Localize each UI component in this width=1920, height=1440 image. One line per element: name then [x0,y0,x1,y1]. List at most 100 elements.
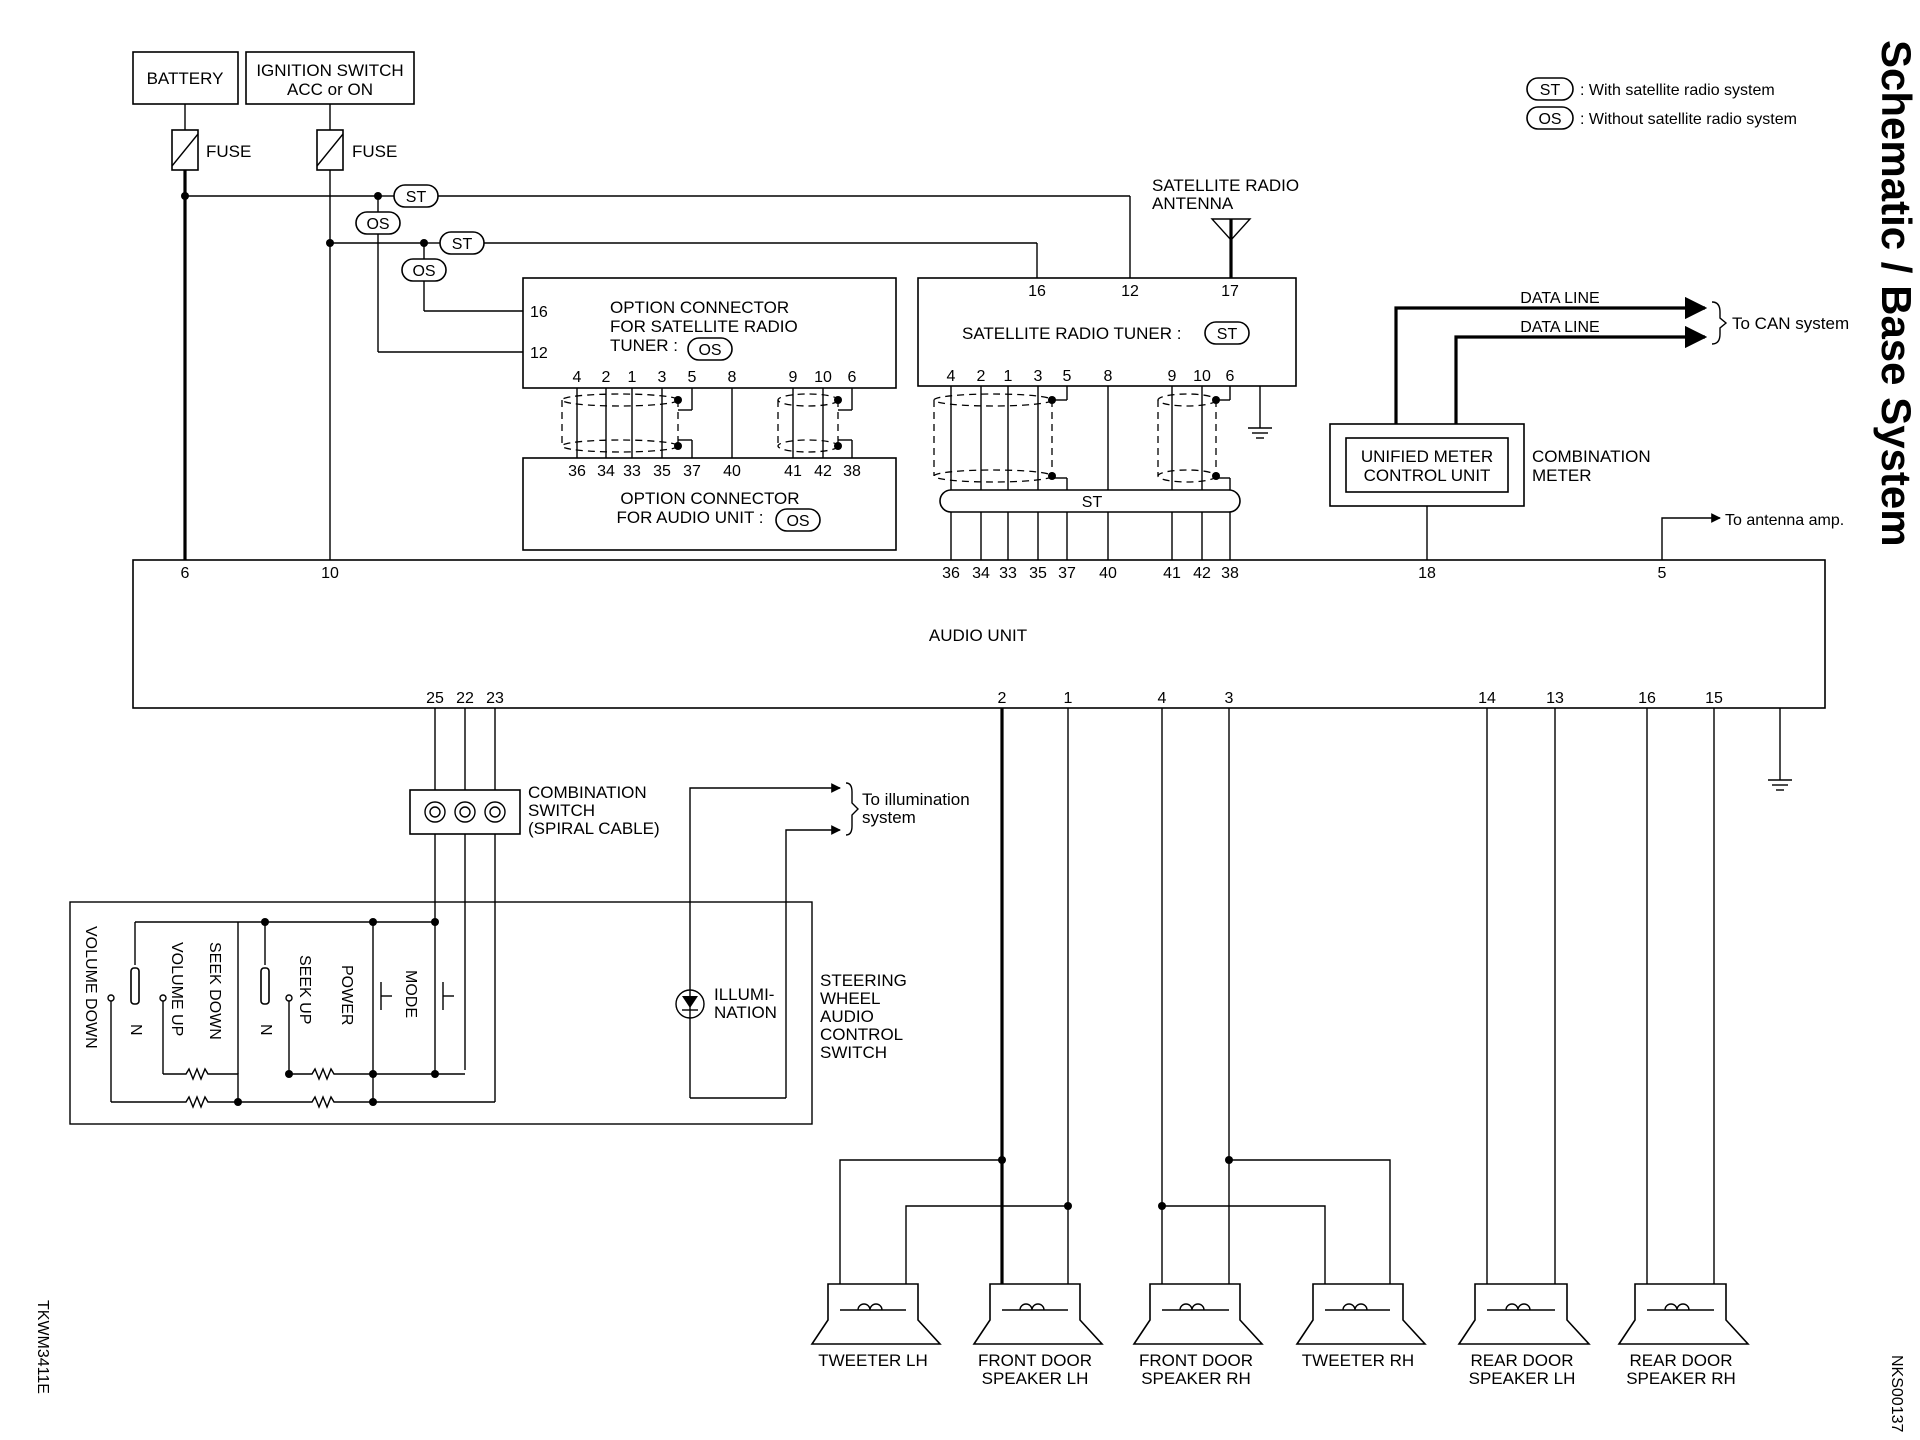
audio-unit-label: AUDIO UNIT [929,626,1027,645]
option-audio-label-1: OPTION CONNECTOR [620,489,799,508]
option-tuner-pin-3: 3 [658,369,667,386]
steering-label-1: STEERING [820,971,907,990]
speaker-rear-lh: REAR DOOR SPEAKER LH [1457,1283,1591,1388]
speaker-rear-rh: REAR DOOR SPEAKER RH [1617,1283,1750,1388]
steering-n-1: N [127,1024,144,1036]
code-left: TKWM3411E [34,1300,51,1394]
battery-label: BATTERY [147,69,224,88]
audio-pin-36: 36 [942,565,960,582]
tuner-pin-9: 9 [1168,368,1177,385]
combination-switch: COMBINATION SWITCH (SPIRAL CABLE) [409,708,660,1102]
audio-pin-23: 23 [486,690,504,707]
tuner-pin-3: 3 [1034,368,1043,385]
button-seek-down: SEEK DOWN [206,942,223,1040]
audio-unit: AUDIO UNIT 6 10 36 34 33 35 37 40 41 42 … [132,559,1826,709]
audio-pin-4: 4 [1158,690,1167,707]
fuse-label-1: FUSE [206,142,251,161]
option-tuner-pin-6: 6 [848,369,857,386]
button-mode: MODE [402,970,419,1018]
steering-label-5: SWITCH [820,1043,887,1062]
combination-meter: UNIFIED METER CONTROL UNIT COMBINATION M… [1329,290,1849,560]
audio-pin-42: 42 [1193,565,1211,582]
option-tuner-pin-8: 8 [728,369,737,386]
satellite-radio-tuner: 16 12 17 SATELLITE RADIO TUNER : ST 4 2 … [917,277,1297,387]
illumination-label-2: NATION [714,1003,777,1022]
option-audio-pin-42: 42 [814,463,832,480]
legend: ST : With satellite radio system OS : Wi… [1526,77,1797,130]
option-audio-pin-34: 34 [597,463,615,480]
tuner-pin-4: 4 [947,368,956,385]
tuner-tag: ST [1217,326,1238,343]
audio-pin-3: 3 [1225,690,1234,707]
illumination-lamp-icon [675,989,705,1019]
option-audio-pin-40: 40 [723,463,741,480]
tuner-pin-17: 17 [1221,283,1239,300]
option-connector-audio: 36 34 33 35 37 40 41 42 38 OPTION CONNEC… [522,457,897,551]
legend-st-tag: ST [1540,82,1561,99]
os-tag-battery: OS [366,216,389,233]
tuner-pin-6: 6 [1226,368,1235,385]
audio-pin-6: 6 [181,565,190,582]
audio-pin-34: 34 [972,565,990,582]
antenna-amp-label: To antenna amp. [1725,512,1844,529]
option-audio-pin-35: 35 [653,463,671,480]
tuner-pin-2: 2 [977,368,986,385]
antenna-label-1: SATELLITE RADIO [1152,176,1299,195]
illumination-to-2: system [862,808,916,827]
speaker-label-front-lh-2: SPEAKER LH [982,1369,1089,1388]
ignition-label-1: IGNITION SWITCH [256,61,403,80]
button-seek-up: SEEK UP [296,955,313,1024]
tuner-pin-1: 1 [1004,368,1013,385]
option-audio-label-2: FOR AUDIO UNIT : [616,508,763,527]
meter-unit-label-1: UNIFIED METER [1361,447,1493,466]
speaker-tweeter-lh: TWEETER LH [810,1283,942,1370]
speaker-label-front-lh-1: FRONT DOOR [978,1351,1092,1370]
audio-pin-13: 13 [1546,690,1564,707]
satellite-antenna: SATELLITE RADIO ANTENNA [1152,176,1299,278]
can-system-label: To CAN system [1732,314,1849,333]
combination-switch-label-3: (SPIRAL CABLE) [528,819,660,838]
button-volume-up: VOLUME UP [168,942,185,1036]
audio-pin-16: 16 [1638,690,1656,707]
tuner-pin-10: 10 [1193,368,1211,385]
speaker-tweeter-rh: TWEETER RH [1295,1283,1427,1370]
tuner-ground [1248,386,1272,439]
antenna-label-2: ANTENNA [1152,194,1234,213]
fuse-label-2: FUSE [352,142,397,161]
audio-pin-18: 18 [1418,565,1436,582]
st-tag-ignition: ST [452,236,473,253]
audio-pin-38: 38 [1221,565,1239,582]
option-audio-pin-41: 41 [784,463,802,480]
steering-label-2: WHEEL [820,989,880,1008]
button-power: POWER [338,965,355,1025]
speaker-label-front-rh-2: SPEAKER RH [1141,1369,1251,1388]
audio-pin-2: 2 [998,690,1007,707]
speaker-label-front-rh-1: FRONT DOOR [1139,1351,1253,1370]
audio-pin-25: 25 [426,690,444,707]
speaker-label-rear-rh-1: REAR DOOR [1630,1351,1733,1370]
illumination-label-1: ILLUMI- [714,985,774,1004]
page-title: Schematic / Base System [1873,40,1920,547]
steering-label-4: CONTROL [820,1025,903,1044]
audio-pin-35: 35 [1029,565,1047,582]
audio-pin-33: 33 [999,565,1017,582]
illumination-to-1: To illumination [862,790,970,809]
tuner-harness: ST [933,386,1241,560]
speaker-label-rear-rh-2: SPEAKER RH [1626,1369,1736,1388]
option-tuner-label-1: OPTION CONNECTOR [610,298,789,317]
speaker-wiring [839,708,1715,1310]
audio-pin-41: 41 [1163,565,1181,582]
speaker-front-lh: FRONT DOOR SPEAKER LH [972,1283,1104,1388]
meter-unit-label-2: CONTROL UNIT [1364,466,1491,485]
ignition-switch-box [245,51,415,105]
audio-pin-1: 1 [1064,690,1073,707]
tuner-harness-tag: ST [1082,494,1103,511]
st-tag-battery: ST [406,189,427,206]
speaker-label-tweeter-lh: TWEETER LH [818,1351,928,1370]
option-audio-pin-38: 38 [843,463,861,480]
meter-label-2: METER [1532,466,1592,485]
code-right: NKS00137 [1888,1355,1905,1432]
power-supply: BATTERY IGNITION SWITCH ACC or ON FUSE F… [132,51,1131,560]
option-tuner-tag: OS [698,342,721,359]
option-tuner-label-2: FOR SATELLITE RADIO [610,317,798,336]
